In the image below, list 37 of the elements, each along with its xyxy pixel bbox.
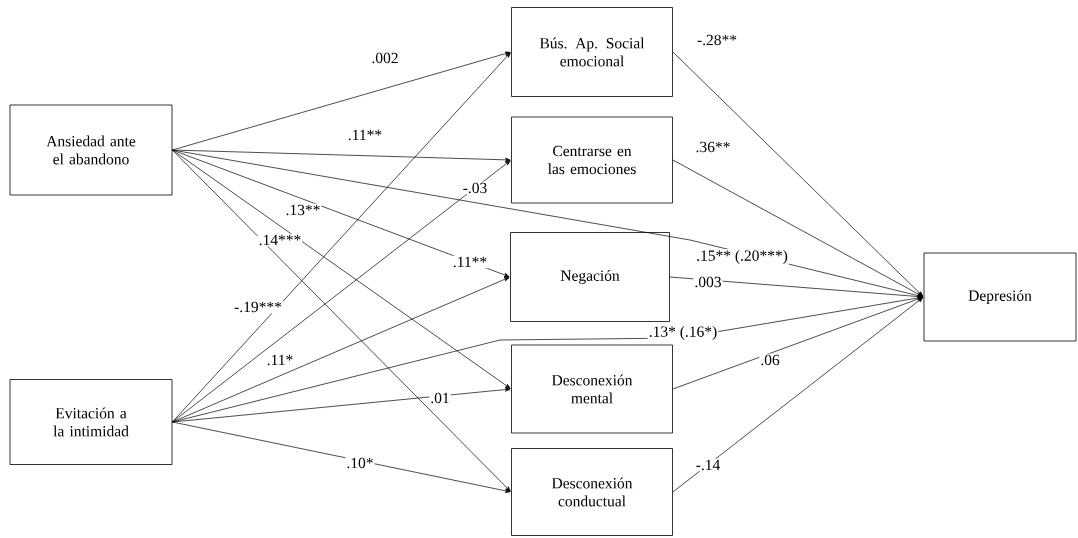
path-coefficient: -.14	[694, 458, 722, 472]
path-coefficient: .36**	[694, 140, 732, 154]
path-coefficient: .11*	[265, 353, 295, 367]
variable-box: Ansiedad ante el abandono	[9, 104, 173, 196]
variable-box: Evitación a la intimidad	[9, 379, 173, 465]
path-coefficient: .06	[759, 353, 781, 367]
path-coefficient: .15** (.20***)	[695, 249, 789, 266]
arrow	[672, 297, 923, 390]
arrow	[172, 149, 511, 492]
path-coefficient: .10*	[345, 456, 375, 470]
path-coefficient: .14***	[257, 233, 303, 247]
variable-box: Bús. Ap. Social emocional	[511, 7, 673, 97]
arrow	[672, 159, 924, 297]
arrow	[172, 149, 511, 162]
path-coefficient: .01	[429, 391, 451, 405]
arrow	[672, 297, 924, 493]
arrow	[672, 51, 924, 297]
path-coefficient: -.19***	[233, 300, 283, 314]
variable-box: Centrarse en las emociones	[511, 116, 673, 204]
variable-box: Desconexión mental	[511, 344, 673, 434]
path-coefficient: -.28**	[696, 33, 739, 47]
path-coefficient: .11**	[346, 128, 384, 142]
arrow	[172, 421, 511, 493]
variable-box: Depresión	[923, 252, 1077, 342]
arrow	[172, 52, 511, 423]
path-coefficient: .002	[370, 51, 400, 65]
path-coefficient: -.03	[461, 181, 489, 195]
path-coefficient: .13**	[284, 203, 322, 217]
arrow	[172, 277, 510, 423]
arrow	[172, 51, 511, 151]
variable-box: Desconexión conductual	[511, 448, 673, 536]
path-coefficient: .003	[693, 275, 723, 289]
path-coefficient: .11**	[451, 255, 489, 269]
arrow	[172, 160, 511, 423]
arrow	[172, 149, 511, 389]
path-coefficient: .13* (.16*)	[647, 325, 719, 342]
variable-box: Negación	[510, 232, 670, 322]
